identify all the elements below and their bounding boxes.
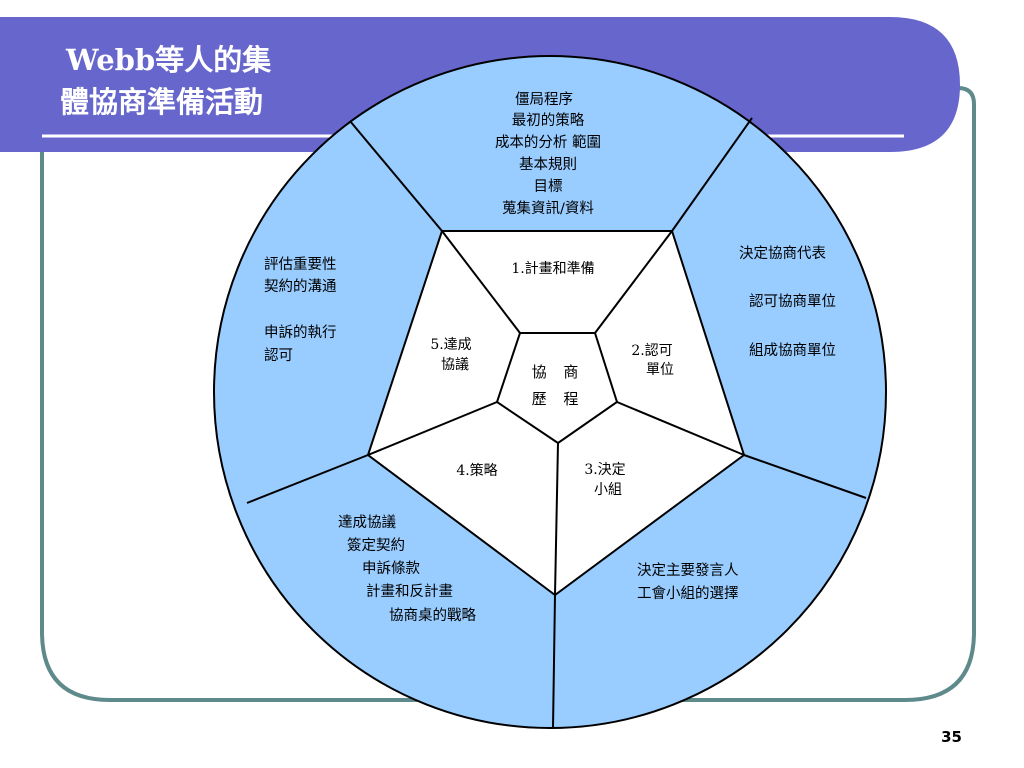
spoke-2 bbox=[594, 230, 673, 334]
divider-right bbox=[743, 454, 867, 499]
outer-top-item: 蒐集資訊/資料 bbox=[502, 200, 594, 217]
outer-bottom-left-item: 協商桌的戰略 bbox=[389, 607, 476, 624]
outer-bottom-left-item: 計畫和反計畫 bbox=[366, 583, 453, 600]
outer-right-item: 組成協商單位 bbox=[749, 342, 836, 359]
outer-top-item: 基本規則 bbox=[519, 156, 577, 173]
outer-top-item: 目標 bbox=[534, 178, 563, 195]
stage-4-label: 4.策略 bbox=[456, 462, 497, 479]
outer-top-item: 成本的分析 範圍 bbox=[495, 133, 601, 151]
stage-3-label-line-2: 小組 bbox=[594, 482, 622, 498]
spoke-4 bbox=[554, 442, 559, 596]
content-frame bbox=[40, 86, 976, 702]
center-label-line-2: 歷 程 bbox=[532, 390, 585, 408]
center-label-line-1: 協 商 bbox=[532, 363, 585, 381]
outer-left-item: 評估重要性 bbox=[264, 256, 337, 273]
stage-1-label: 1.計畫和準備 bbox=[511, 261, 594, 277]
outer-top-item: 最初的策略 bbox=[512, 112, 585, 129]
slide-title-line-1: Webb等人的集 bbox=[65, 43, 272, 77]
negotiation-diagram: 協 商 歷 程 1.計畫和準備 2.認可 單位 3.決定 小組 4.策略 5.達… bbox=[213, 55, 887, 729]
stage-5-label-line-1: 5.達成 bbox=[430, 337, 471, 353]
spoke-1 bbox=[441, 230, 521, 334]
spoke-5 bbox=[367, 401, 498, 456]
outer-bottom-left-item: 達成協議 bbox=[338, 513, 396, 531]
stage-2-label-line-1: 2.認可 bbox=[631, 343, 672, 359]
stage-3-label-line-1: 3.決定 bbox=[584, 462, 625, 478]
outer-bottom-left-item: 簽定契約 bbox=[347, 536, 405, 554]
divider-left bbox=[246, 454, 369, 504]
stage-5-label-line-2: 協議 bbox=[441, 356, 469, 373]
outer-left-item: 申訴的執行 bbox=[264, 324, 337, 341]
spoke-3 bbox=[616, 401, 745, 456]
outer-top-item: 僵局程序 bbox=[515, 91, 573, 108]
stage-2-label-line-2: 單位 bbox=[646, 362, 674, 378]
outer-right-item: 決定協商代表 bbox=[739, 245, 826, 262]
page-number: 35 bbox=[941, 728, 962, 746]
outer-bottom-right-item: 決定主要發言人 bbox=[637, 562, 739, 579]
outer-left-item: 認可 bbox=[264, 347, 293, 364]
divider-top-right bbox=[671, 117, 753, 232]
center-pentagon bbox=[495, 332, 619, 445]
outer-bottom-left-item: 申訴條款 bbox=[362, 560, 420, 577]
slide-title-line-2: 體協商準備活動 bbox=[60, 85, 263, 119]
divider-top-left bbox=[349, 120, 443, 232]
outer-right-item: 認可協商單位 bbox=[749, 293, 836, 310]
outer-left-item: 契約的溝通 bbox=[264, 278, 337, 295]
divider-bottom bbox=[552, 594, 556, 729]
outer-bottom-right-item: 工會小組的選擇 bbox=[637, 585, 739, 602]
